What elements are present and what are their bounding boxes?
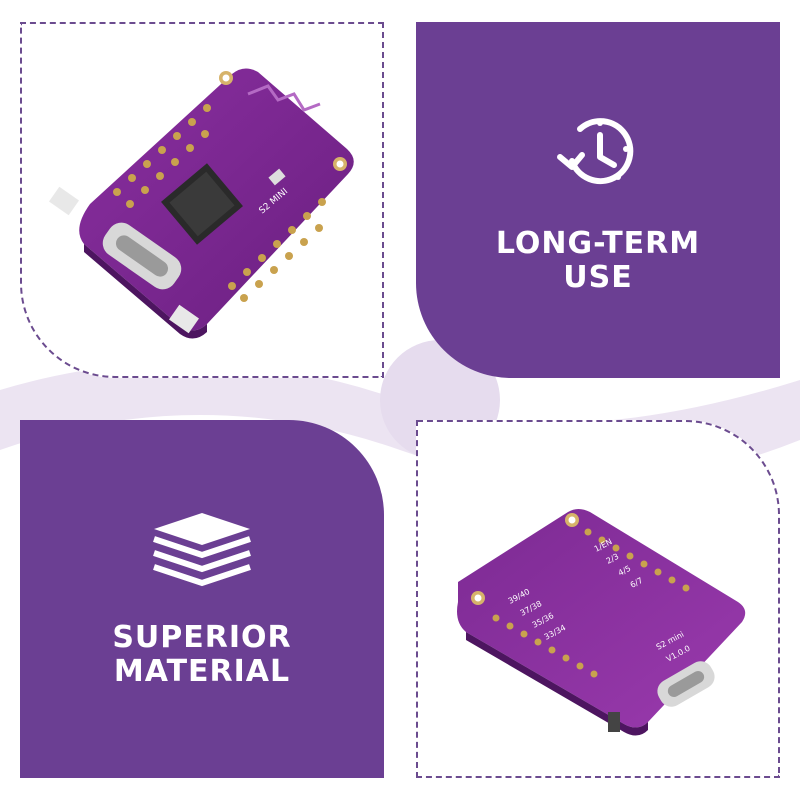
feature-label-superior-material: SUPERIOR MATERIAL: [112, 620, 292, 689]
feature-label-long-term-use: LONG-TERM USE: [495, 226, 701, 295]
clock-refresh-icon: [550, 105, 646, 205]
product-photo-bottom: 39/40 37/38 35/36 33/34 1/EN 2/3 4/5 6/7…: [416, 420, 780, 778]
layers-stack-icon: [150, 509, 254, 593]
feature-superior-material: SUPERIOR MATERIAL: [20, 420, 384, 778]
dev-board-top-image: S2 MINI: [49, 68, 354, 339]
product-photo-top: S2 MINI: [20, 22, 384, 378]
feature-long-term-use: LONG-TERM USE: [416, 22, 780, 378]
dev-board-bottom-image: 39/40 37/38 35/36 33/34 1/EN 2/3 4/5 6/7…: [457, 509, 746, 736]
